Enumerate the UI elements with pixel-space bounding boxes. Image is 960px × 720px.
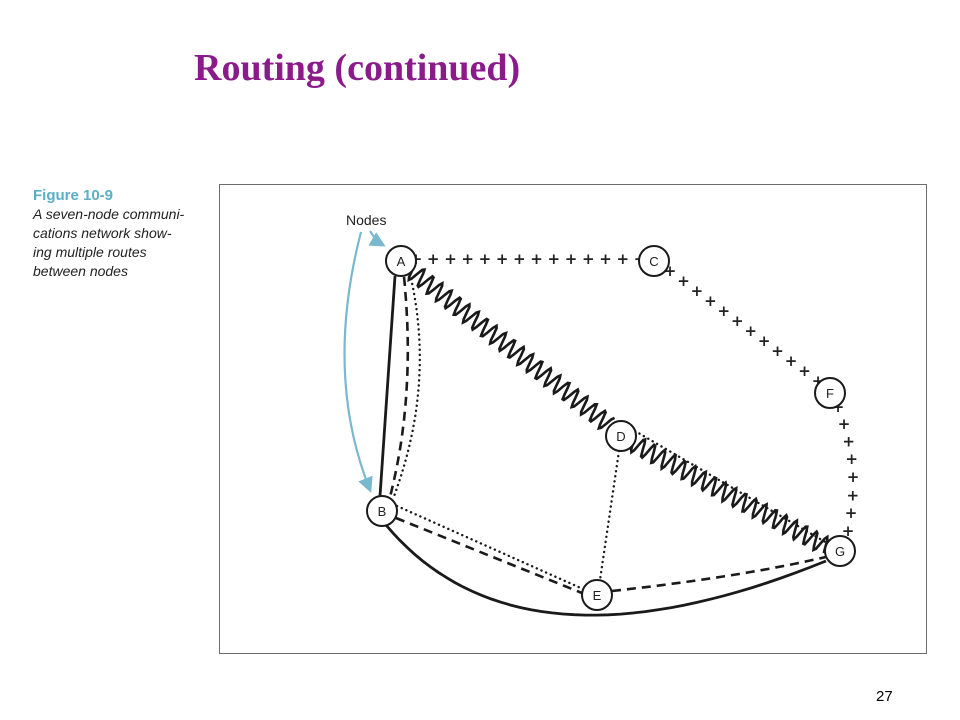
route-d-g-wavy [629,437,829,554]
figure-caption-line: ing multiple routes [33,244,147,260]
node-g: G [824,535,856,567]
node-e: E [581,579,613,611]
plus-mark: + [758,332,771,350]
pointer-arrow-to-a [368,230,386,247]
node-f: F [814,377,846,409]
figure-caption-line: A seven-node communi- [33,206,185,222]
plus-mark: + [479,250,492,268]
plus-mark: + [731,312,744,330]
plus-mark: + [444,250,457,268]
node-circle [581,579,613,611]
node-a: A [385,245,417,277]
figure-caption-label: Figure 10-9 [33,187,114,204]
route-d-e-dotted [598,449,621,582]
node-circle [814,377,846,409]
plus-mark: + [617,250,630,268]
plus-mark: + [847,486,860,504]
plus-mark: + [771,342,784,360]
node-c: C [638,245,670,277]
nodes-pointer-label: Nodes [346,212,386,228]
nodes-pointer: Nodes [343,212,386,493]
plus-mark: + [744,322,757,340]
route-a-b-solid [378,275,397,497]
pointer-arrow-to-b [343,231,373,493]
plus-mark: + [496,250,509,268]
plus-mark: + [548,250,561,268]
plus-mark: + [691,282,704,300]
node-circle [366,495,398,527]
nodes-layer: A B C D E F G [366,245,856,611]
route-b-e-dotted [395,504,585,591]
route-a-b-dashed [388,276,410,498]
plus-mark: + [427,250,440,268]
plus-mark: + [599,250,612,268]
node-label: B [378,504,387,519]
plus-mark: + [530,250,543,268]
figure-caption: Figure 10-9 A seven-node communi- cation… [33,186,213,281]
node-label: E [593,588,602,603]
node-label: G [835,544,845,559]
figure-caption-line: between nodes [33,263,128,279]
node-circle [638,245,670,277]
network-diagram: ++++++++++++++++++++++++++++++++++ Nodes… [343,212,860,617]
route-b-g-solid [384,524,827,617]
slide-title: Routing (continued) [194,47,521,89]
route-a-c-plus: ++++++++++++++ [410,250,647,268]
figure-caption-line: cations network show- [33,225,172,241]
plus-mark: + [677,272,690,290]
route-b-e-dashed [395,516,583,595]
node-circle [385,245,417,277]
node-circle [824,535,856,567]
plus-mark: + [718,302,731,320]
node-circle [605,420,637,452]
route-f-g-plus: ++++++++ [832,398,860,540]
node-label: D [616,429,625,444]
plus-mark: + [845,504,858,522]
route-e-g-dashed [611,555,827,593]
plus-mark: + [513,250,526,268]
plus-mark: + [838,415,851,433]
plus-mark: + [842,522,855,540]
plus-mark: + [582,250,595,268]
plus-mark: + [842,432,855,450]
plus-mark: + [461,250,474,268]
node-label: F [826,386,834,401]
plus-mark: + [785,352,798,370]
routes-layer: ++++++++++++++++++++++++++++++++++ [378,250,860,617]
route-c-f-plus: ++++++++++++ [664,262,825,390]
plus-mark: + [798,362,811,380]
page-number: 27 [876,688,893,705]
plus-mark: + [565,250,578,268]
route-a-b-dotted [391,272,421,501]
plus-mark: + [845,450,858,468]
plus-mark: + [704,292,717,310]
route-a-d-wavy [407,268,616,430]
node-label: A [397,254,406,269]
node-b: B [366,495,398,527]
route-d-g-dotted [633,429,829,545]
node-label: C [649,254,658,269]
plus-mark: + [847,468,860,486]
node-d: D [605,420,637,452]
network-figure: ++++++++++++++++++++++++++++++++++ Nodes… [219,184,927,654]
